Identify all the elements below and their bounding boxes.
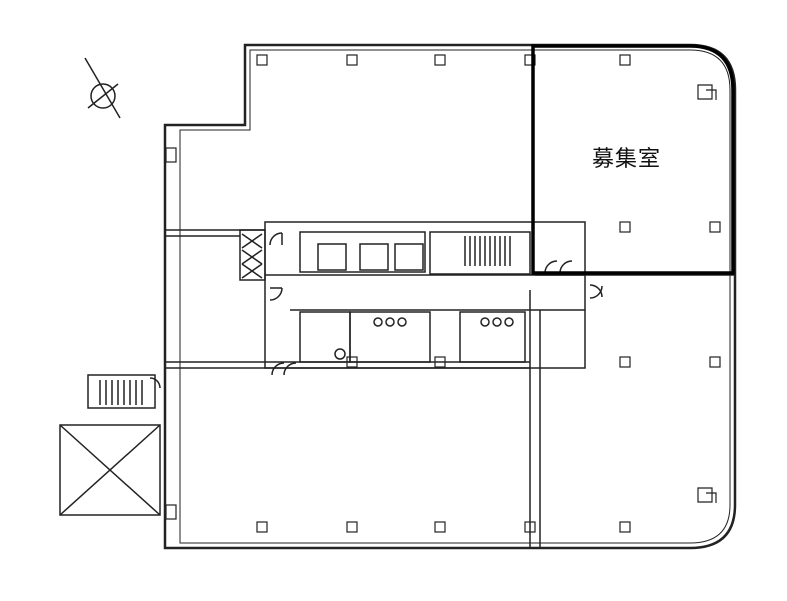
north-arrow-icon — [84, 57, 121, 119]
inner-wall — [179, 49, 731, 544]
recruitment-room-label: 募集室 — [592, 147, 662, 172]
recruitment-room-outline — [531, 44, 735, 275]
